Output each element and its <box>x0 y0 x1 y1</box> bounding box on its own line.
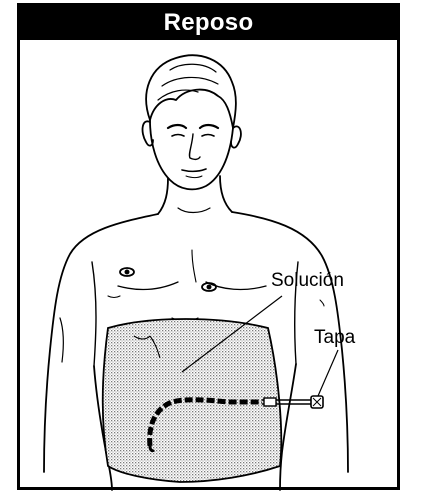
cap-leader-line <box>318 350 338 396</box>
cap-label: Tapa <box>314 328 355 347</box>
solution-label: Solución <box>271 271 344 290</box>
hair <box>146 55 236 128</box>
neck <box>158 176 232 214</box>
connector <box>264 398 276 406</box>
